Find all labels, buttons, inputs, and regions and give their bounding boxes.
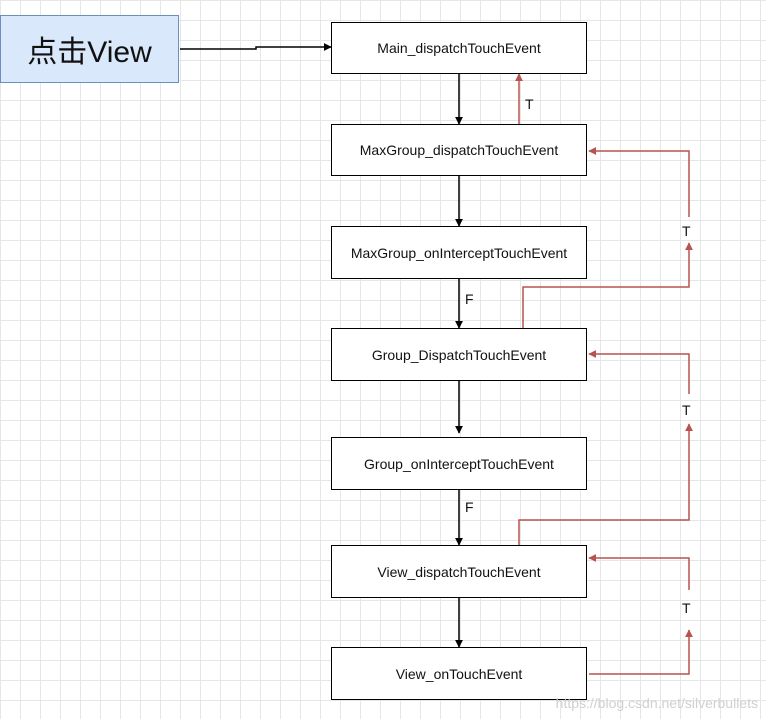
- return-arrow-into-group-dispatch: [588, 350, 690, 394]
- edge-label-return-maxgroup: T: [682, 223, 691, 239]
- return-arrow-view-to-group: [518, 423, 693, 553]
- edge-label-maxgroup-false: F: [465, 291, 474, 307]
- node-label: View_onTouchEvent: [395, 665, 523, 682]
- node-group-intercept: Group_onInterceptTouchEvent: [331, 437, 587, 490]
- edge-label-return-group: T: [682, 402, 691, 418]
- node-group-dispatch: Group_DispatchTouchEvent: [331, 328, 587, 381]
- edge-label-return-main: T: [525, 96, 534, 112]
- node-view-dispatch: View_dispatchTouchEvent: [331, 545, 587, 598]
- return-arrow-into-view-dispatch: [588, 554, 690, 590]
- return-arrow-ontouch-to-view: [589, 629, 693, 675]
- node-label: Group_DispatchTouchEvent: [371, 346, 547, 363]
- node-main-dispatch: Main_dispatchTouchEvent: [331, 22, 587, 74]
- node-view-ontouch: View_onTouchEvent: [331, 647, 587, 700]
- edge-label-group-false: F: [465, 499, 474, 515]
- start-node-label: 点击View: [27, 36, 152, 69]
- return-arrow-into-maxgroup-dispatch: [588, 147, 690, 217]
- node-maxgroup-intercept: MaxGroup_onInterceptTouchEvent: [331, 226, 587, 279]
- node-label: MaxGroup_onInterceptTouchEvent: [350, 244, 568, 261]
- node-maxgroup-dispatch: MaxGroup_dispatchTouchEvent: [331, 124, 587, 176]
- edge-label-return-view: T: [682, 600, 691, 616]
- return-arrow-group-to-maxgroup: [522, 242, 693, 328]
- node-label: Group_onInterceptTouchEvent: [364, 455, 554, 472]
- node-label: Main_dispatchTouchEvent: [377, 40, 541, 56]
- start-node: 点击View: [0, 15, 179, 83]
- arrow-start-to-main: [180, 43, 332, 51]
- node-label: MaxGroup_dispatchTouchEvent: [359, 142, 559, 158]
- watermark: https://blog.csdn.net/silverbullets: [555, 695, 758, 711]
- node-label: View_dispatchTouchEvent: [377, 563, 541, 580]
